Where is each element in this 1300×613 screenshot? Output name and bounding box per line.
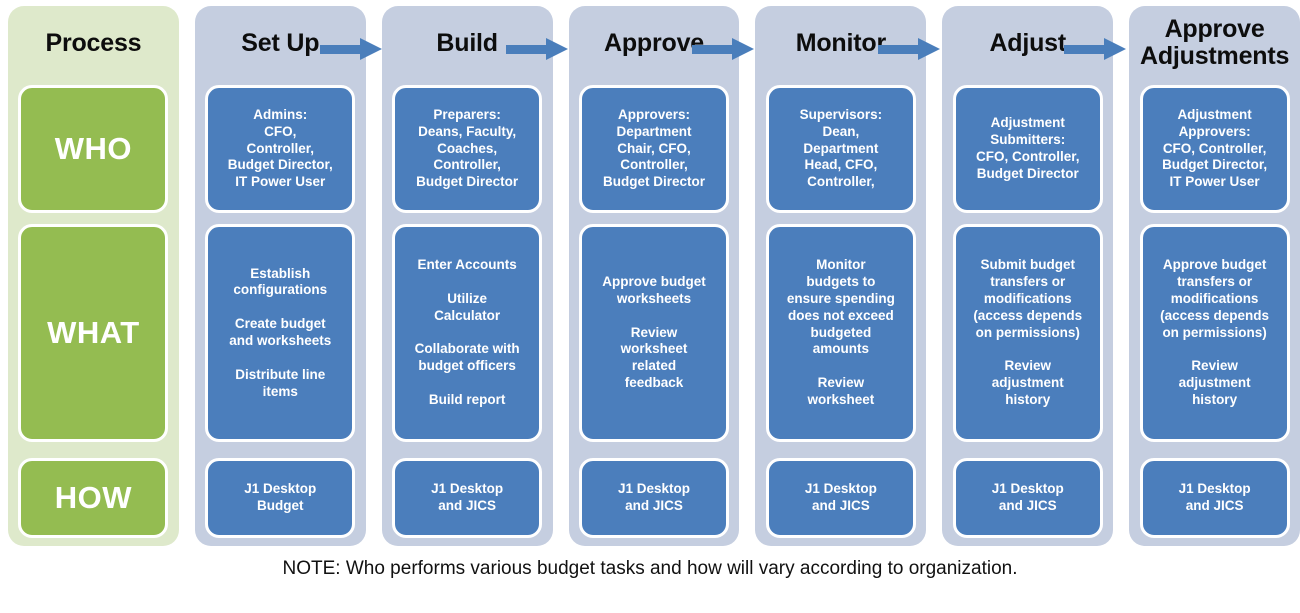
stage-title-set-up: Set Up xyxy=(241,28,320,57)
legend-card-how: HOW xyxy=(18,458,169,538)
column-gap xyxy=(366,0,382,1)
stage-column-approve: Approve Approvers: Department Chair, CFO… xyxy=(568,6,740,546)
column-gap xyxy=(1113,0,1129,1)
stage-card-what-text-adjust: Submit budget transfers or modifications… xyxy=(973,257,1083,408)
stage-card-how-build: J1 Desktop and JICS xyxy=(392,458,543,538)
process-columns: Process WHO WHAT HOW Set Up Admins: CFO,… xyxy=(8,0,1300,546)
stage-title-adjust: Adjust xyxy=(989,28,1067,57)
stage-card-what-text-monitor: Monitor budgets to ensure spending does … xyxy=(786,257,895,408)
stage-card-who-text-approve-adjustments: Adjustment Approvers: CFO, Controller, B… xyxy=(1162,106,1268,190)
stage-title-build: Build xyxy=(436,28,498,57)
stage-card-how-text-build: J1 Desktop and JICS xyxy=(431,481,504,513)
stage-card-what-approve-adjustments: Approve budget transfers or modification… xyxy=(1139,224,1290,442)
legend-column-process: Process WHO WHAT HOW xyxy=(8,6,179,546)
legend-column-title: Process xyxy=(45,28,142,57)
stage-column-set-up: Set Up Admins: CFO, Controller, Budget D… xyxy=(194,6,366,546)
stage-card-what-monitor: Monitor budgets to ensure spending does … xyxy=(765,224,916,442)
stage-title-monitor: Monitor xyxy=(795,28,886,57)
stage-card-what-adjust: Submit budget transfers or modifications… xyxy=(952,224,1103,442)
legend-card-who: WHO xyxy=(18,85,169,213)
stage-card-who-text-adjust: Adjustment Submitters: CFO, Controller, … xyxy=(975,115,1080,181)
column-gap xyxy=(179,0,195,1)
stage-card-how-set-up: J1 Desktop Budget xyxy=(205,458,356,538)
column-gap xyxy=(553,0,569,1)
stage-card-who-monitor: Supervisors: Dean, Department Head, CFO,… xyxy=(765,85,916,213)
stage-card-how-adjust: J1 Desktop and JICS xyxy=(952,458,1103,538)
stage-column-adjust: Adjust Adjustment Submitters: CFO, Contr… xyxy=(942,6,1114,546)
stage-card-how-text-monitor: J1 Desktop and JICS xyxy=(804,481,877,513)
stage-column-monitor: Monitor Supervisors: Dean, Department He… xyxy=(755,6,927,546)
stage-card-who-text-monitor: Supervisors: Dean, Department Head, CFO,… xyxy=(799,106,883,190)
stage-card-what-text-approve-adjustments: Approve budget transfers or modification… xyxy=(1160,257,1269,408)
legend-card-who-label: WHO xyxy=(54,131,133,166)
stage-card-who-build: Preparers: Deans, Faculty, Coaches, Cont… xyxy=(392,85,543,213)
stage-card-what-text-set-up: Establish configurations Create budget a… xyxy=(229,265,332,399)
stage-title-approve: Approve xyxy=(604,28,705,57)
stage-card-who-set-up: Admins: CFO, Controller, Budget Director… xyxy=(205,85,356,213)
legend-card-how-label: HOW xyxy=(54,480,133,515)
stage-card-how-text-set-up: J1 Desktop Budget xyxy=(244,481,317,513)
stage-card-who-text-approve: Approvers: Department Chair, CFO, Contro… xyxy=(602,106,705,190)
column-gap xyxy=(926,0,942,1)
stage-card-how-approve: J1 Desktop and JICS xyxy=(579,458,729,538)
stage-card-how-text-approve: J1 Desktop and JICS xyxy=(617,481,691,513)
legend-card-what-label: WHAT xyxy=(47,315,140,350)
stage-card-who-adjust: Adjustment Submitters: CFO, Controller, … xyxy=(952,85,1103,213)
column-gap xyxy=(739,0,755,1)
stage-card-who-approve-adjustments: Adjustment Approvers: CFO, Controller, B… xyxy=(1139,85,1290,213)
stage-card-who-approve: Approvers: Department Chair, CFO, Contro… xyxy=(579,85,729,213)
stage-card-who-text-build: Preparers: Deans, Faculty, Coaches, Cont… xyxy=(416,106,519,190)
stage-column-build: Build Preparers: Deans, Faculty, Coaches… xyxy=(381,6,553,546)
stage-card-how-approve-adjustments: J1 Desktop and JICS xyxy=(1139,458,1290,538)
stage-card-what-approve: Approve budget worksheets Review workshe… xyxy=(579,224,729,442)
stage-card-how-text-adjust: J1 Desktop and JICS xyxy=(991,481,1064,513)
stage-title-approve-adjustments: Approve Adjustments xyxy=(1139,15,1290,70)
stage-card-how-monitor: J1 Desktop and JICS xyxy=(765,458,916,538)
stage-card-how-text-approve-adjustments: J1 Desktop and JICS xyxy=(1178,481,1251,513)
stage-card-what-text-build: Enter Accounts Utilize Calculator Collab… xyxy=(414,257,520,408)
stage-card-what-build: Enter Accounts Utilize Calculator Collab… xyxy=(392,224,543,442)
stage-card-what-set-up: Establish configurations Create budget a… xyxy=(205,224,356,442)
legend-card-what: WHAT xyxy=(18,224,169,442)
stage-column-approve-adjustments: Approve Adjustments Adjustment Approvers… xyxy=(1129,6,1300,546)
stage-card-what-text-approve: Approve budget worksheets Review workshe… xyxy=(602,273,706,391)
footer-note: NOTE: Who performs various budget tasks … xyxy=(282,558,1018,579)
stage-card-who-text-set-up: Admins: CFO, Controller, Budget Director… xyxy=(227,106,333,190)
